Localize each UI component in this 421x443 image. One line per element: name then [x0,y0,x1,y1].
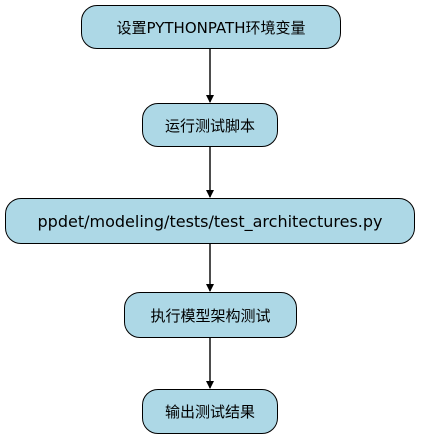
node-run-architecture-tests: 执行模型架构测试 [124,292,297,338]
node-output-results: 输出测试结果 [142,389,278,434]
node-run-test-script: 运行测试脚本 [142,103,278,147]
node-test-file-path: ppdet/modeling/tests/test_architectures.… [5,198,415,244]
node-set-pythonpath: 设置PYTHONPATH环境变量 [81,5,341,49]
